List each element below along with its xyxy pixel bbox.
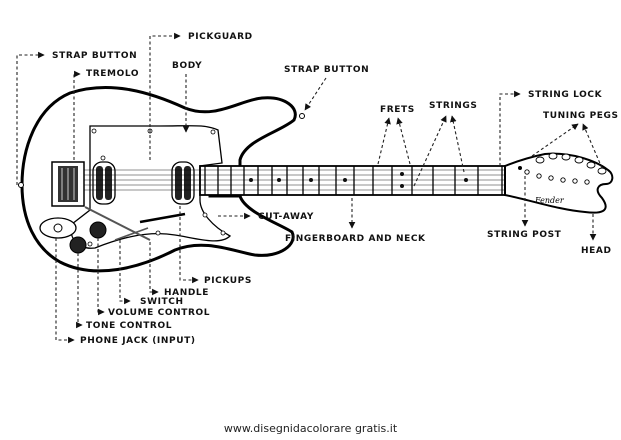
label-switch: SWITCH <box>119 240 184 307</box>
svg-text:FINGERBOARD AND NECK: FINGERBOARD AND NECK <box>285 234 426 244</box>
svg-text:HANDLE: HANDLE <box>164 288 209 298</box>
svg-text:HEAD: HEAD <box>581 246 612 256</box>
headstock <box>504 152 614 214</box>
label-tuning-pegs: TUNING PEGS <box>531 111 619 169</box>
strap-button-left <box>18 182 24 188</box>
label-phone-jack: PHONE JACK (INPUT) <box>55 238 196 346</box>
label-tone-control: TONE CONTROL <box>76 253 172 331</box>
string-posts <box>524 169 590 185</box>
label-cut-away: CUT-AWAY <box>218 212 314 222</box>
volume-knob <box>89 221 107 239</box>
tremolo-bridge <box>51 161 85 207</box>
svg-text:BODY: BODY <box>172 61 202 71</box>
svg-text:VOLUME CONTROL: VOLUME CONTROL <box>108 308 210 318</box>
svg-text:TREMOLO: TREMOLO <box>86 69 139 79</box>
label-head: HEAD <box>581 214 612 256</box>
label-volume-control: VOLUME CONTROL <box>97 238 210 318</box>
tone-knob <box>69 236 87 254</box>
svg-text:STRING LOCK: STRING LOCK <box>528 90 603 100</box>
string-lock <box>518 166 522 170</box>
label-strings: STRINGS <box>413 101 478 187</box>
bridge-pickup <box>92 161 116 205</box>
label-string-lock: STRING LOCK <box>499 90 603 166</box>
fingerboard <box>199 165 506 196</box>
label-frets: FRETS <box>377 105 415 165</box>
svg-text:FRETS: FRETS <box>380 105 415 115</box>
pickguard <box>70 125 232 249</box>
svg-text:STRING POST: STRING POST <box>487 230 562 240</box>
tremolo-handle <box>84 206 151 241</box>
svg-text:TUNING PEGS: TUNING PEGS <box>543 111 619 121</box>
svg-text:PICKUPS: PICKUPS <box>204 276 252 286</box>
label-pickguard: PICKGUARD <box>149 32 253 160</box>
headstock-logo: Fender <box>534 196 565 205</box>
svg-text:TONE CONTROL: TONE CONTROL <box>86 321 172 331</box>
label-fingerboard-and-neck: FINGERBOARD AND NECK <box>285 198 426 244</box>
label-body: BODY <box>172 61 202 133</box>
svg-text:STRAP BUTTON: STRAP BUTTON <box>52 51 137 61</box>
label-tremolo: TREMOLO <box>73 69 139 160</box>
pickup-switch <box>139 212 186 224</box>
svg-text:PICKGUARD: PICKGUARD <box>188 32 253 42</box>
svg-text:SWITCH: SWITCH <box>140 297 184 307</box>
svg-text:PHONE JACK (INPUT): PHONE JACK (INPUT) <box>80 336 196 346</box>
label-strap-button-left: STRAP BUTTON <box>16 51 137 185</box>
svg-text:CUT-AWAY: CUT-AWAY <box>258 212 314 222</box>
neck-pickup <box>171 161 195 205</box>
site-credit: www.disegnidacolorare gratis.it <box>223 422 398 435</box>
label-string-post: STRING POST <box>487 176 562 240</box>
label-strap-button-right: STRAP BUTTON <box>284 65 369 111</box>
svg-text:STRINGS: STRINGS <box>429 101 478 111</box>
strap-button-right <box>299 113 305 119</box>
label-handle: HANDLE <box>149 242 209 298</box>
svg-text:STRAP BUTTON: STRAP BUTTON <box>284 65 369 75</box>
label-pickups: PICKUPS <box>179 206 252 286</box>
